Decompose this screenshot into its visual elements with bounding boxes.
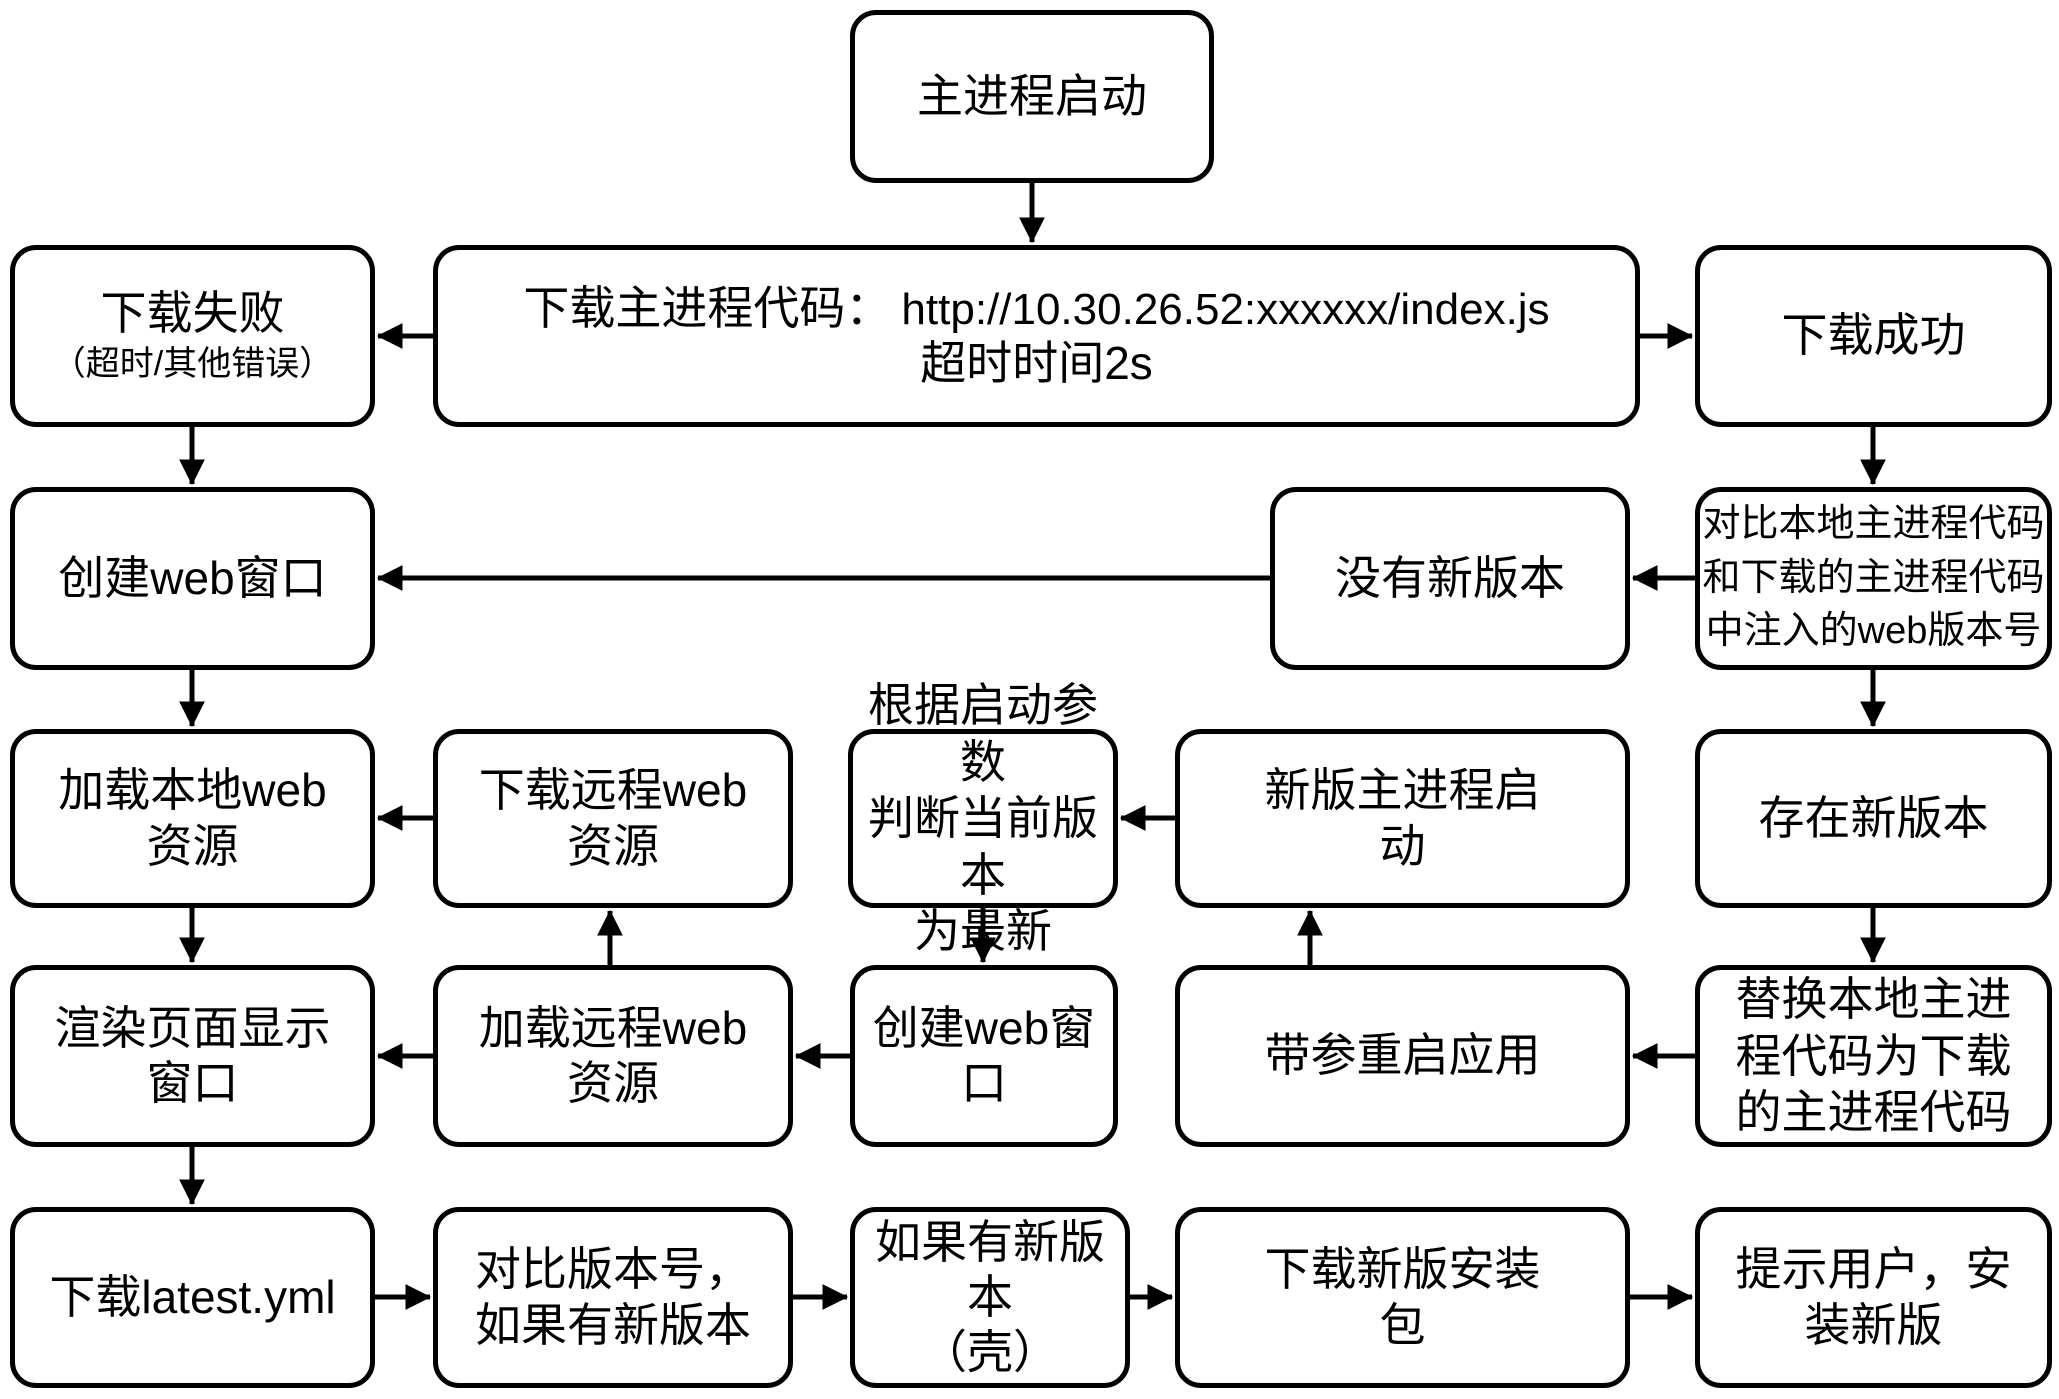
node-label: 下载失败	[100, 287, 285, 340]
node-download-installer: 下载新版安装 包	[1175, 1207, 1630, 1388]
node-download-success: 下载成功	[1695, 245, 2052, 427]
node-line: 装新版	[1804, 1298, 1943, 1351]
node-new-main-start: 新版主进程启 动	[1175, 729, 1630, 908]
node-if-new-version-shell: 如果有新版本 （壳）	[850, 1207, 1130, 1388]
node-label: 存在新版本	[1758, 791, 1989, 844]
node-label: 创建web窗口	[58, 551, 327, 604]
node-label: 带参重启应用	[1264, 1029, 1541, 1082]
node-main-process-start: 主进程启动	[850, 10, 1214, 183]
node-sublabel: （超时/其他错误）	[51, 344, 334, 383]
node-line: 对比本地主进程代码	[1702, 502, 2045, 545]
node-compare-version-number: 对比版本号， 如果有新版本	[433, 1207, 793, 1388]
node-prompt-user-install: 提示用户，安 装新版	[1695, 1207, 2052, 1388]
node-line: 如果有新版本	[475, 1298, 751, 1351]
node-download-failed: 下载失败 （超时/其他错误）	[10, 245, 375, 427]
node-line: 中注入的web版本号	[1705, 610, 2042, 653]
node-create-web-window-2: 创建web窗口	[850, 965, 1118, 1147]
node-line: 资源	[567, 1057, 659, 1109]
node-line: 和下载的主进程代码	[1702, 556, 2045, 599]
node-line: 渲染页面显示	[54, 1001, 331, 1054]
node-load-remote-web: 加载远程web 资源	[433, 965, 793, 1147]
node-label: 没有新版本	[1335, 551, 1565, 604]
timeout-label: 超时时间2s	[920, 337, 1153, 390]
node-download-remote-web: 下载远程web 资源	[433, 729, 793, 908]
node-create-web-window-1: 创建web窗口	[10, 487, 375, 670]
node-label: 下载latest.yml	[49, 1270, 336, 1323]
node-line: 判断当前版本	[868, 792, 1098, 901]
node-label: 下载成功	[1781, 309, 1966, 362]
node-line: 新版主进程启	[1264, 764, 1541, 817]
node-line: 程代码为下载	[1735, 1029, 2012, 1082]
node-new-version-exists: 存在新版本	[1695, 729, 2052, 908]
node-load-local-web: 加载本地web 资源	[10, 729, 375, 908]
node-label: 创建web窗口	[872, 1001, 1096, 1109]
node-label: 主进程启动	[917, 69, 1147, 122]
node-line: 加载远程web	[478, 1001, 748, 1054]
node-download-latest-yml: 下载latest.yml	[10, 1207, 375, 1388]
node-line: 如果有新版本	[875, 1215, 1105, 1323]
node-line: 资源	[146, 819, 239, 872]
node-compare-web-version: 对比本地主进程代码 和下载的主进程代码 中注入的web版本号	[1695, 487, 2052, 670]
node-line: 提示用户，安	[1735, 1243, 2012, 1296]
node-line: 下载新版安装	[1264, 1243, 1541, 1296]
node-line: 资源	[567, 819, 659, 872]
node-render-page-window: 渲染页面显示 窗口	[10, 965, 375, 1147]
download-url: http://10.30.26.52:xxxxxx/index.js	[901, 284, 1550, 334]
node-line: 为最新	[914, 905, 1052, 958]
node-line: 替换本地主进	[1735, 973, 2012, 1026]
node-line: 包	[1379, 1298, 1426, 1351]
node-line: 的主进程代码	[1735, 1086, 2012, 1139]
node-replace-local-code: 替换本地主进 程代码为下载 的主进程代码	[1695, 965, 2052, 1147]
node-line: 加载本地web	[58, 764, 327, 817]
node-line: 根据启动参数	[868, 679, 1098, 788]
node-line: 对比版本号，	[475, 1243, 751, 1296]
node-label: 下载主进程代码：	[523, 281, 892, 334]
node-judge-latest-by-args: 根据启动参数 判断当前版本 为最新	[848, 679, 1118, 957]
node-restart-with-args: 带参重启应用	[1175, 965, 1630, 1147]
node-download-main-code: 下载主进程代码：http://10.30.26.52:xxxxxx/index.…	[433, 245, 1640, 427]
node-line: 窗口	[146, 1057, 239, 1109]
node-line: （壳）	[921, 1326, 1059, 1379]
node-line: 动	[1379, 819, 1426, 872]
node-no-new-version: 没有新版本	[1270, 487, 1630, 670]
node-line: 下载远程web	[478, 764, 748, 817]
